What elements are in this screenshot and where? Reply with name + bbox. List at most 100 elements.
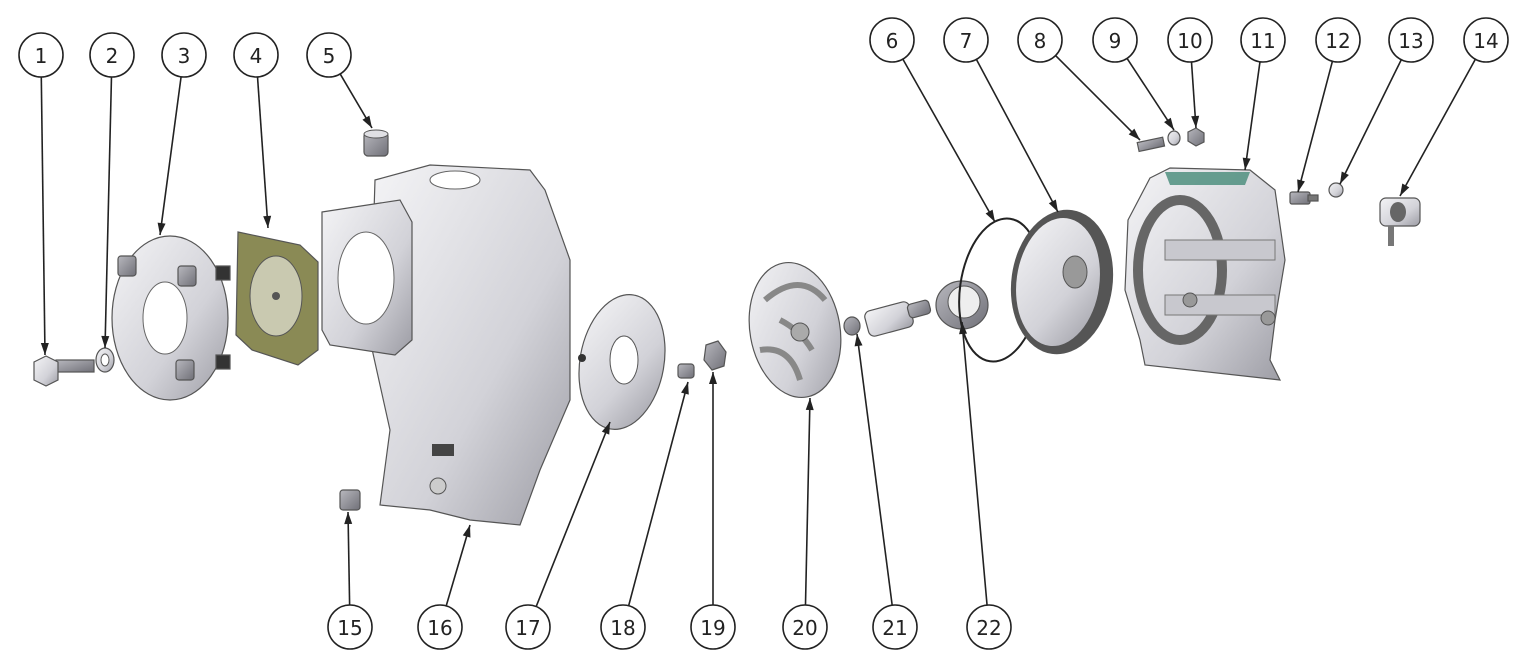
callout-number: 19 bbox=[700, 616, 725, 640]
part-impeller-nut bbox=[703, 340, 727, 371]
leader-arrowhead bbox=[1242, 157, 1251, 170]
callout-number: 9 bbox=[1109, 29, 1122, 53]
leader-arrowhead bbox=[101, 335, 110, 348]
callout-number: 12 bbox=[1325, 29, 1350, 53]
callout-circle bbox=[505, 604, 551, 650]
callout-circle bbox=[600, 604, 646, 650]
callout-circle bbox=[872, 604, 918, 650]
callout-17: 17 bbox=[505, 421, 611, 650]
callout-22: 22 bbox=[959, 321, 1012, 650]
leader-arrowhead bbox=[681, 382, 689, 395]
leader-line bbox=[40, 76, 46, 356]
leader-line bbox=[1244, 61, 1261, 171]
callout-circle bbox=[161, 32, 207, 78]
part-washer bbox=[95, 347, 115, 373]
leader-line bbox=[627, 381, 689, 606]
callout-8: 8 bbox=[1017, 17, 1141, 141]
callout-number: 5 bbox=[323, 44, 336, 68]
leader-line bbox=[347, 511, 351, 606]
callout-circle bbox=[306, 32, 352, 78]
callout-4: 4 bbox=[233, 32, 279, 229]
leader-arrowhead bbox=[1164, 117, 1174, 130]
leader-arrowhead bbox=[1400, 183, 1410, 196]
callout-16: 16 bbox=[417, 524, 471, 650]
callout-number: 17 bbox=[515, 616, 540, 640]
leader-arrowhead bbox=[1297, 179, 1305, 192]
callout-number: 21 bbox=[882, 616, 907, 640]
part-seal-plate bbox=[1010, 209, 1114, 355]
leader-line bbox=[445, 524, 471, 607]
callout-circle bbox=[1092, 17, 1138, 63]
leader-line bbox=[1399, 58, 1477, 197]
callout-number: 15 bbox=[337, 616, 362, 640]
part-wear-plate bbox=[578, 294, 666, 430]
callout-circle bbox=[89, 32, 135, 78]
callout-circle bbox=[1463, 17, 1509, 63]
callout-circle bbox=[690, 604, 736, 650]
callout-number: 7 bbox=[960, 29, 973, 53]
leader-arrowhead bbox=[362, 115, 372, 128]
callout-number: 18 bbox=[610, 616, 635, 640]
leader-line bbox=[1126, 57, 1175, 131]
callout-21: 21 bbox=[854, 333, 918, 650]
callout-15: 15 bbox=[327, 511, 373, 650]
part-pump-casing bbox=[321, 164, 571, 526]
leader-line bbox=[975, 59, 1059, 213]
callout-2: 2 bbox=[89, 32, 135, 349]
callout-11: 11 bbox=[1240, 17, 1286, 171]
callout-circle bbox=[327, 604, 373, 650]
part-small-nut bbox=[1187, 127, 1205, 147]
callout-10: 10 bbox=[1167, 17, 1213, 129]
callout-9: 9 bbox=[1092, 17, 1175, 131]
callout-1: 1 bbox=[18, 32, 64, 356]
callout-number: 2 bbox=[106, 44, 119, 68]
callout-number: 3 bbox=[178, 44, 191, 68]
leader-line bbox=[804, 397, 811, 606]
leader-arrowhead bbox=[344, 512, 353, 525]
leader-arrowhead bbox=[157, 222, 166, 235]
part-drain-plug bbox=[339, 489, 361, 511]
part-gasket bbox=[235, 231, 319, 366]
part-flange bbox=[111, 235, 231, 401]
callout-number: 14 bbox=[1473, 29, 1498, 53]
leader-arrowhead bbox=[1191, 115, 1200, 128]
callout-circle bbox=[1315, 17, 1361, 63]
part-bolt bbox=[33, 355, 95, 387]
part-impeller bbox=[748, 261, 842, 399]
part-shaft-sleeve bbox=[843, 299, 932, 337]
callout-18: 18 bbox=[600, 381, 689, 650]
leader-line bbox=[104, 76, 113, 349]
part-bracket-bolt bbox=[1289, 191, 1319, 205]
callout-number: 10 bbox=[1177, 29, 1202, 53]
leader-arrowhead bbox=[1128, 128, 1140, 140]
leader-arrowhead bbox=[601, 422, 610, 435]
callout-circle bbox=[18, 32, 64, 78]
leader-arrowhead bbox=[1048, 199, 1058, 212]
leader-line bbox=[535, 421, 611, 607]
callout-number: 1 bbox=[35, 44, 48, 68]
part-small-bolt bbox=[1136, 136, 1166, 153]
leader-arrowhead bbox=[854, 334, 863, 347]
callout-3: 3 bbox=[157, 32, 207, 236]
callout-number: 11 bbox=[1250, 29, 1275, 53]
part-bracket-washer bbox=[1328, 182, 1344, 198]
callout-13: 13 bbox=[1339, 17, 1434, 185]
callout-circle bbox=[943, 17, 989, 63]
callout-number: 4 bbox=[250, 44, 263, 68]
leader-arrowhead bbox=[805, 398, 814, 411]
leader-line bbox=[856, 333, 893, 606]
leader-line bbox=[1339, 59, 1402, 185]
leader-arrowhead bbox=[959, 322, 968, 335]
callout-number: 13 bbox=[1398, 29, 1423, 53]
callout-number: 20 bbox=[792, 616, 817, 640]
callout-14: 14 bbox=[1399, 17, 1509, 197]
part-shaft-clamp bbox=[1379, 197, 1421, 246]
leader-arrowhead bbox=[263, 215, 272, 228]
part-plug bbox=[363, 129, 389, 157]
leader-line bbox=[159, 76, 182, 236]
callout-circle bbox=[1388, 17, 1434, 63]
callout-circle bbox=[233, 32, 279, 78]
part-screw bbox=[677, 363, 695, 379]
